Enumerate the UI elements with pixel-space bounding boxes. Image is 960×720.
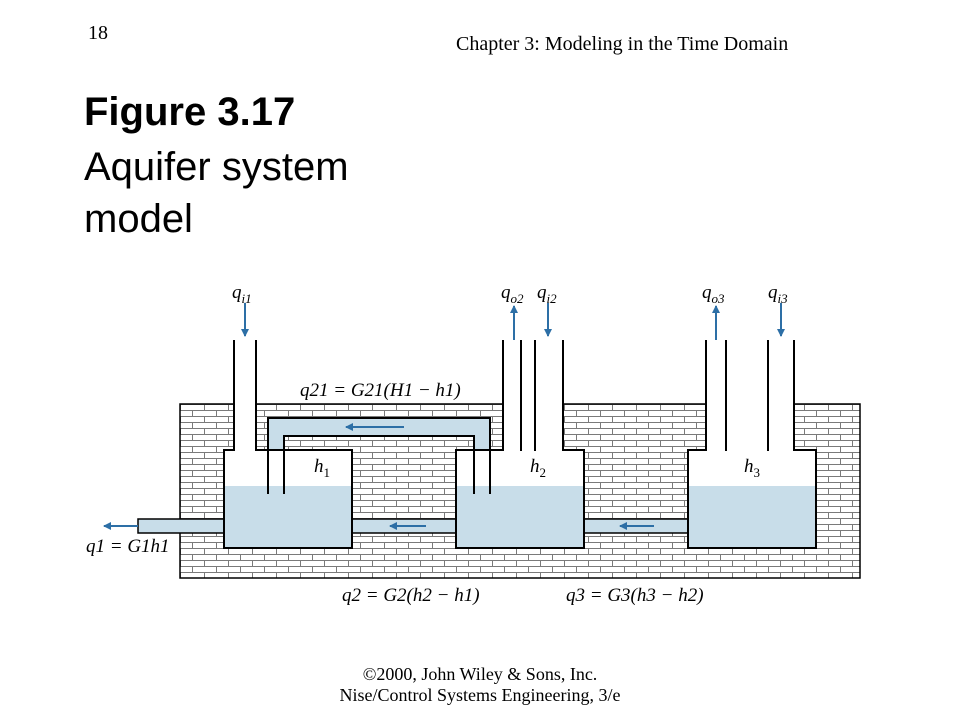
figure-number: Figure 3.17 — [84, 90, 296, 134]
label-h1: h1 — [314, 456, 330, 480]
page-number: 18 — [88, 22, 108, 44]
label-qi2: qi2 — [537, 282, 557, 306]
label-h2: h2 — [530, 456, 546, 480]
chapter-title: Chapter 3: Modeling in the Time Domain — [456, 33, 789, 55]
tank-1 — [223, 340, 353, 549]
label-q21: q21 = G21(H1 − h1) — [300, 380, 461, 401]
footer-copyright: ©2000, John Wiley & Sons, Inc. — [362, 664, 598, 684]
label-h3: h3 — [744, 456, 760, 480]
footer-book: Nise/Control Systems Engineering, 3/e — [339, 685, 621, 705]
tank-3 — [687, 340, 817, 549]
label-qi1: qi1 — [232, 282, 252, 306]
pipe-q1 — [137, 518, 225, 534]
label-qo2: qo2 — [501, 282, 524, 306]
label-q2: q2 = G2(h2 − h1) — [342, 585, 480, 606]
label-q1: q1 = G1h1 — [86, 536, 170, 557]
label-qi3: qi3 — [768, 282, 788, 306]
figure-caption: Aquifer system model — [84, 145, 349, 241]
label-q3: q3 = G3(h3 − h2) — [566, 585, 704, 606]
label-qo3: qo3 — [702, 282, 725, 306]
tank-2 — [455, 340, 585, 549]
